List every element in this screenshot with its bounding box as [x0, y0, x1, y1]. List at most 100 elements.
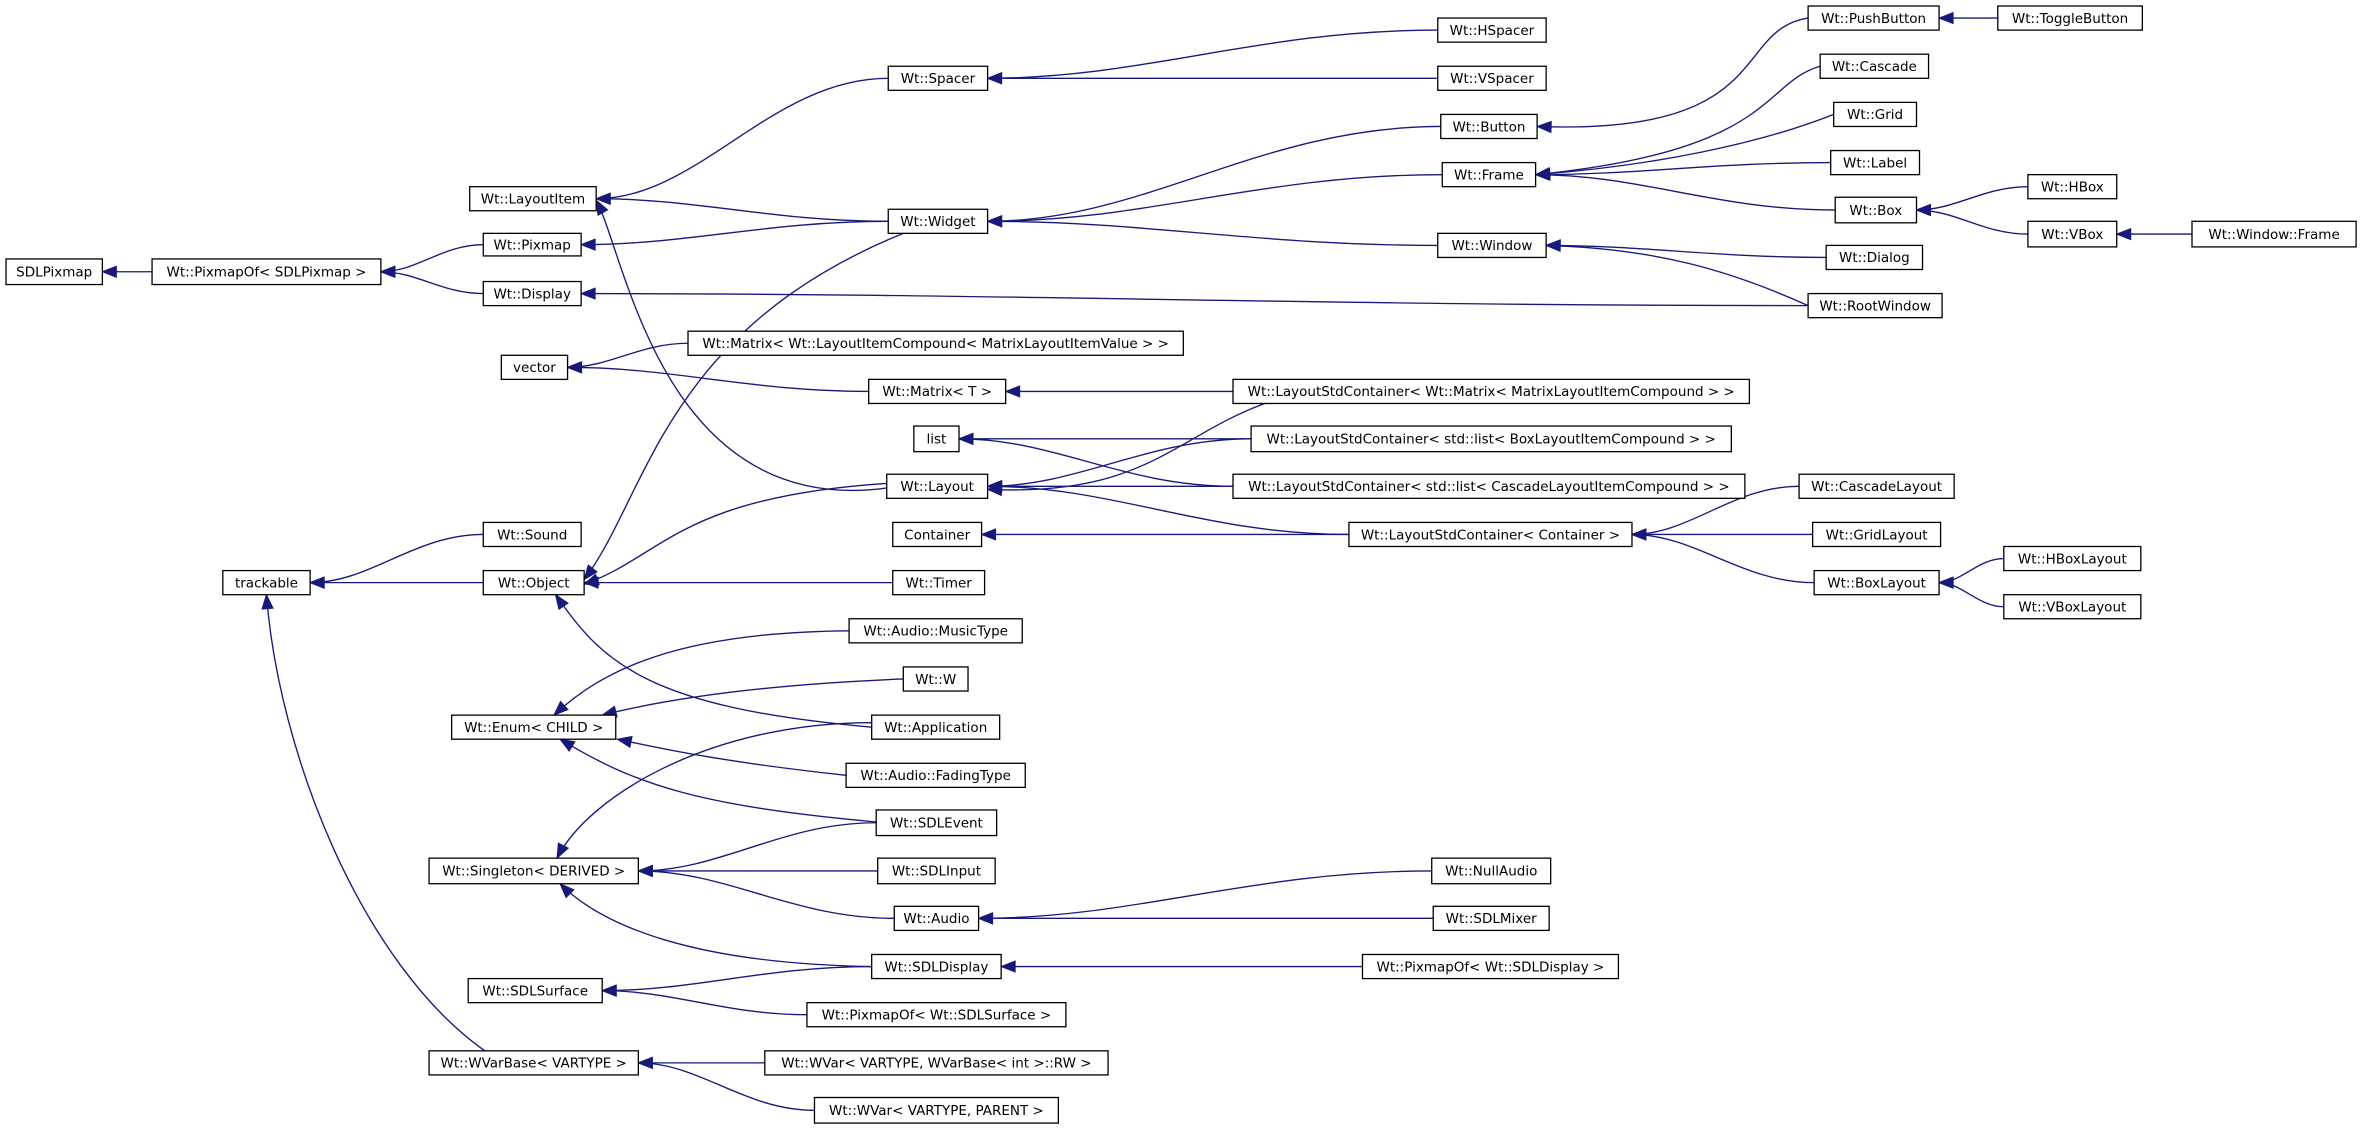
class-node-musictype[interactable]: Wt::Audio::MusicType [848, 618, 1023, 644]
class-node-box [428, 857, 639, 885]
class-node-display[interactable]: Wt::Display [482, 280, 582, 307]
class-node-wvar-parent[interactable]: Wt::WVar< VARTYPE, PARENT > [813, 1096, 1060, 1124]
class-node-vboxlayout[interactable]: Wt::VBoxLayout [2003, 594, 2142, 620]
class-node-timer[interactable]: Wt::Timer [892, 569, 986, 596]
class-node-sound[interactable]: Wt::Sound [482, 521, 582, 548]
class-node-hboxlayout[interactable]: Wt::HBoxLayout [2003, 545, 2142, 572]
class-node-box [902, 666, 969, 692]
class-node-audio[interactable]: Wt::Audio [893, 905, 980, 932]
class-node-object[interactable]: Wt::Object [482, 569, 585, 596]
class-node-box [1807, 5, 1940, 31]
class-node-label: Wt::SDLEvent [890, 816, 983, 832]
class-node-box [482, 569, 585, 596]
class-node-sdlevent[interactable]: Wt::SDLEvent [875, 809, 998, 837]
class-node-lsc-matrix[interactable]: Wt::LayoutStdContainer< Wt::Matrix< Matr… [1232, 378, 1751, 405]
arrowhead-audio [977, 912, 994, 925]
edge-display-to-pixmapof_sdlpixmap [380, 271, 484, 295]
class-node-label: Wt::Window [1451, 238, 1532, 254]
arrowhead-object [554, 593, 569, 611]
class-node-label: vector [513, 360, 556, 376]
arrowhead-spacer [986, 72, 1003, 85]
class-node-sdldisplay[interactable]: Wt::SDLDisplay [871, 953, 1002, 980]
class-node-enum-child[interactable]: Wt::Enum< CHILD > [450, 714, 617, 740]
edge-sdlevent-to-singleton [638, 822, 877, 872]
class-node-box [848, 618, 1023, 644]
class-node-cascade[interactable]: Wt::Cascade [1819, 53, 1930, 79]
class-node-box[interactable]: Wt::Box [1834, 196, 1918, 224]
class-node-label: Wt::WVar< VARTYPE, WVarBase< int >::RW > [781, 1056, 1091, 1072]
class-node-sdlpixmap[interactable]: SDLPixmap [5, 258, 104, 286]
edge-musictype-to-enum_child [553, 630, 850, 716]
class-node-trackable[interactable]: trackable [222, 569, 311, 596]
class-node-lsc-container[interactable]: Wt::LayoutStdContainer< Container > [1348, 521, 1633, 548]
class-node-matrix-t[interactable]: Wt::Matrix< T > [868, 378, 1007, 405]
class-node-frame[interactable]: Wt::Frame [1441, 161, 1537, 188]
class-node-spacer[interactable]: Wt::Spacer [887, 65, 989, 91]
arrowhead-layoutitem [594, 192, 611, 205]
class-node-rootwindow[interactable]: Wt::RootWindow [1807, 292, 1943, 319]
edge-label-to-frame [1535, 161, 1831, 176]
class-node-pixmapof-sdldisplay[interactable]: Wt::PixmapOf< Wt::SDLDisplay > [1361, 953, 1620, 980]
edge-button-to-widget [987, 125, 1441, 222]
edge-lsc_list_box-to-layout [987, 438, 1252, 487]
class-node-gridlayout[interactable]: Wt::GridLayout [1811, 521, 1942, 548]
class-node-lsc-list-box[interactable]: Wt::LayoutStdContainer< std::list< BoxLa… [1250, 425, 1732, 453]
class-node-list[interactable]: list [913, 425, 960, 453]
class-node-application[interactable]: Wt::Application [871, 714, 1001, 740]
class-node-box [875, 809, 998, 837]
edge-widget-to-pixmap [581, 220, 889, 246]
class-node-box [1440, 113, 1538, 140]
class-node-container[interactable]: Container [892, 521, 983, 548]
class-node-window-frame[interactable]: Wt::Window::Frame [2191, 220, 2357, 248]
class-node-label: Wt::SDLInput [892, 864, 981, 880]
class-node-pixmap[interactable]: Wt::Pixmap [482, 232, 582, 257]
class-node-togglebutton[interactable]: Wt::ToggleButton [1997, 5, 2143, 31]
class-node-label: Wt::Audio::MusicType [863, 624, 1008, 640]
class-node-sdlsurface[interactable]: Wt::SDLSurface [467, 977, 603, 1004]
class-node-box [1997, 5, 2143, 31]
class-node-label: Wt::Button [1452, 119, 1525, 135]
class-node-hbox[interactable]: Wt::HBox [2027, 173, 2118, 200]
class-node-dialog[interactable]: Wt::Dialog [1825, 244, 1924, 271]
class-node-hspacer[interactable]: Wt::HSpacer [1437, 17, 1547, 43]
class-node-label: trackable [235, 575, 298, 591]
edge-audio-to-singleton [638, 870, 895, 920]
class-node-label[interactable]: Wt::Label [1830, 149, 1921, 176]
class-node-w[interactable]: Wt::W [902, 666, 969, 692]
class-node-boxlayout[interactable]: Wt::BoxLayout [1813, 569, 1940, 596]
class-node-sdlinput[interactable]: Wt::SDLInput [877, 857, 996, 885]
class-node-widget[interactable]: Wt::Widget [887, 208, 989, 235]
class-node-sdlmixer[interactable]: Wt::SDLMixer [1432, 905, 1550, 932]
arrowhead-window [1544, 239, 1561, 253]
edge-application-to-singleton [556, 721, 872, 859]
class-node-cascadelayout[interactable]: Wt::CascadeLayout [1798, 473, 1955, 499]
class-node-label: Wt::Singleton< DERIVED > [442, 864, 625, 880]
class-node-box [871, 714, 1001, 740]
class-node-nullaudio[interactable]: Wt::NullAudio [1431, 857, 1552, 885]
class-node-layoutitem[interactable]: Wt::LayoutItem [469, 186, 597, 212]
class-node-pixmapof-sdlpixmap[interactable]: Wt::PixmapOf< SDLPixmap > [151, 258, 382, 286]
class-node-box [1361, 953, 1620, 980]
class-node-singleton[interactable]: Wt::Singleton< DERIVED > [428, 857, 639, 885]
class-node-label: Wt::Object [498, 575, 570, 591]
class-node-wvarbase[interactable]: Wt::WVarBase< VARTYPE > [428, 1050, 639, 1076]
class-node-lsc-list-cascade[interactable]: Wt::LayoutStdContainer< std::list< Casca… [1232, 473, 1746, 499]
edge-sound-to-trackable [310, 533, 484, 584]
class-node-pushbutton[interactable]: Wt::PushButton [1807, 5, 1940, 31]
edge-vbox-to-box [1916, 209, 2028, 235]
class-node-box [1834, 196, 1918, 224]
class-node-matrix-compound[interactable]: Wt::Matrix< Wt::LayoutItemCompound< Matr… [687, 330, 1184, 356]
class-node-layout[interactable]: Wt::Layout [886, 473, 989, 499]
class-node-box [871, 953, 1002, 980]
class-node-wvar-rw[interactable]: Wt::WVar< VARTYPE, WVarBase< int >::RW > [764, 1050, 1109, 1076]
class-node-vbox[interactable]: Wt::VBox [2027, 220, 2118, 248]
class-node-label: Wt::Audio [903, 911, 969, 927]
class-node-pixmapof-sdlsurface[interactable]: Wt::PixmapOf< Wt::SDLSurface > [806, 1002, 1067, 1028]
class-node-grid[interactable]: Wt::Grid [1833, 101, 1918, 128]
class-node-vector[interactable]: vector [500, 354, 569, 381]
class-node-button[interactable]: Wt::Button [1440, 113, 1538, 140]
arrowhead-enum_child [558, 738, 576, 753]
class-node-vspacer[interactable]: Wt::VSpacer [1437, 65, 1547, 91]
class-node-fadingtype[interactable]: Wt::Audio::FadingType [845, 762, 1026, 789]
class-node-window[interactable]: Wt::Window [1437, 232, 1547, 259]
